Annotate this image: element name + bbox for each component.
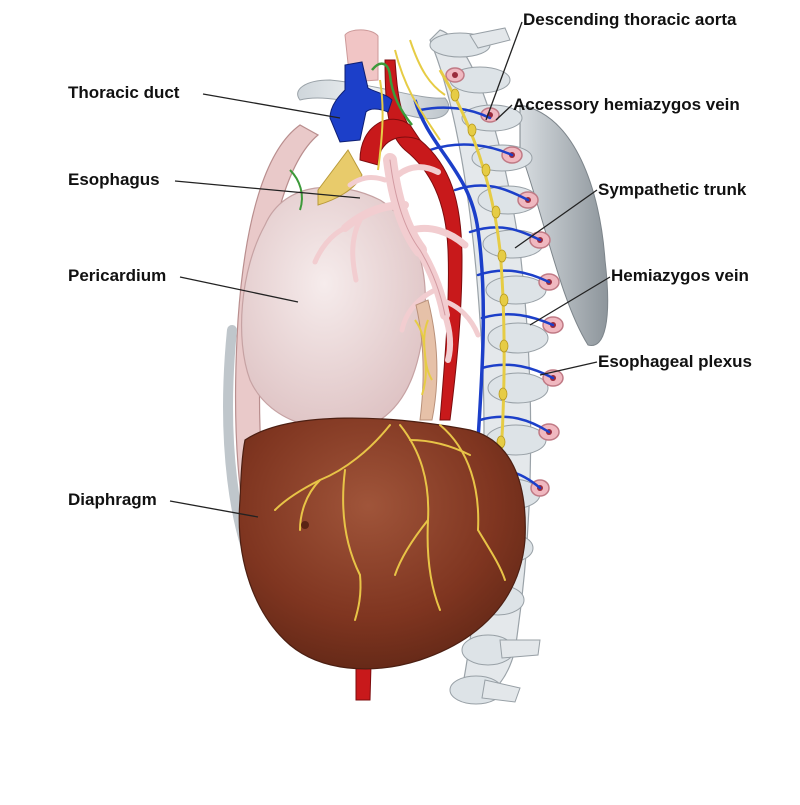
label-sympathetic-trunk: Sympathetic trunk bbox=[598, 180, 747, 199]
thoracic-duct bbox=[371, 62, 413, 126]
leader-pericardium bbox=[179, 276, 299, 303]
label-esophagus: Esophagus bbox=[68, 170, 160, 189]
label-descending-thoracic-aorta: Descending thoracic aorta bbox=[523, 10, 737, 29]
posterior-rib-cage bbox=[519, 104, 609, 346]
aortic-arch bbox=[359, 118, 422, 166]
leader-accessory-hemiazygos bbox=[495, 104, 513, 121]
leader-sympathetic bbox=[514, 189, 598, 249]
brachiocephalic-vein bbox=[329, 61, 393, 143]
diaphragm-dot bbox=[301, 521, 309, 529]
leader-lines bbox=[169, 21, 611, 518]
label-thoracic-duct: Thoracic duct bbox=[68, 83, 180, 102]
sympathetic-trunk bbox=[438, 69, 509, 471]
leader-hemiazygos bbox=[529, 276, 611, 326]
hemiazygos-vein bbox=[413, 99, 486, 561]
label-diaphragm: Diaphragm bbox=[68, 490, 157, 509]
label-esophageal-plexus: Esophageal plexus bbox=[598, 352, 752, 371]
leader-aorta bbox=[485, 21, 523, 121]
vagus-nerves bbox=[377, 39, 446, 171]
diaphragm bbox=[238, 417, 526, 670]
mediastinal-fat bbox=[317, 149, 363, 206]
phrenic-nerve-branches bbox=[274, 424, 506, 621]
pericardium bbox=[240, 186, 426, 430]
esophageal-plexus bbox=[414, 319, 433, 396]
leader-thoracic-duct bbox=[202, 93, 341, 119]
label-pericardium: Pericardium bbox=[68, 266, 167, 285]
leader-plexus bbox=[539, 361, 598, 376]
leader-esophagus bbox=[174, 180, 361, 199]
label-accessory-hemiazygos-vein: Accessory hemiazygos vein bbox=[513, 95, 740, 114]
bronchial-tree-outline bbox=[389, 159, 446, 316]
label-hemiazygos-vein: Hemiazygos vein bbox=[611, 266, 749, 285]
leader-diaphragm bbox=[169, 500, 259, 518]
